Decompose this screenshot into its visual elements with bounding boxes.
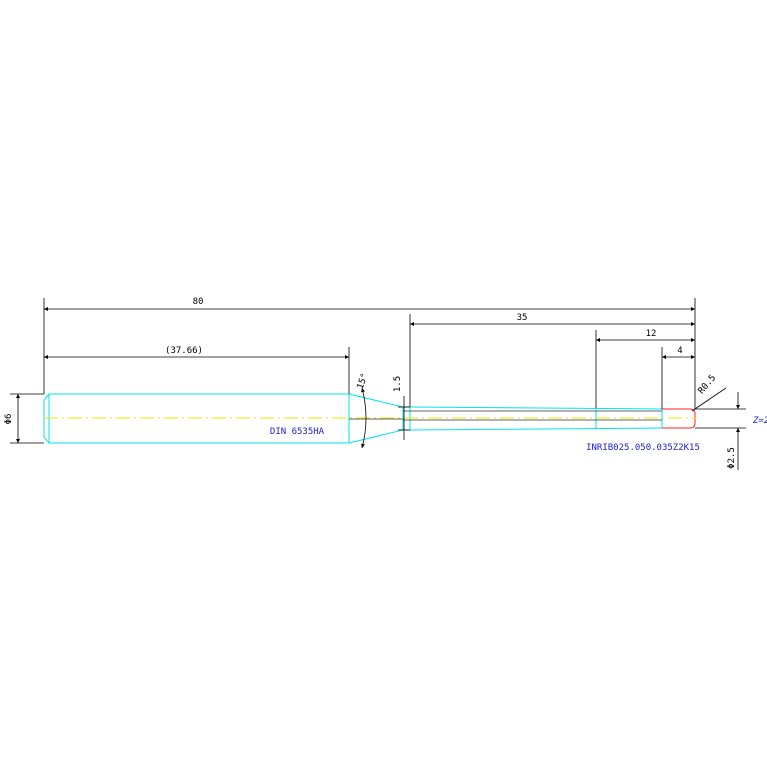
neck-inner-lines bbox=[349, 410, 662, 421]
shank-diameter-label: Φ6 bbox=[4, 414, 14, 425]
flute-length-label: 4 bbox=[677, 346, 682, 356]
shank-standard-label: DIN 6535HA bbox=[270, 427, 325, 437]
part-number-label: INRIB025.050.035Z2K15 bbox=[586, 443, 700, 453]
radius-leader bbox=[691, 387, 727, 412]
neck-step-label: 1.5 bbox=[393, 376, 403, 392]
neck-length-label: 12 bbox=[646, 329, 657, 339]
taper-angle-arc bbox=[361, 387, 367, 449]
corner-radius-label: R0.5 bbox=[697, 373, 719, 396]
reach-length-label: 35 bbox=[517, 313, 528, 323]
tool-outline bbox=[43, 393, 663, 444]
cutting-diameter-label: Φ2.5 bbox=[727, 447, 737, 469]
flute-count-label: Z=2 bbox=[752, 416, 767, 426]
taper-angle-label: 15° bbox=[356, 372, 371, 391]
dimension-lines bbox=[10, 298, 746, 470]
taper-outline bbox=[348, 393, 404, 444]
shank-length-label: (37.66) bbox=[165, 346, 203, 356]
notes: DIN 6535HA INRIB025.050.035Z2K15 Z=2 bbox=[270, 416, 767, 453]
overall-length-label: 80 bbox=[193, 297, 204, 307]
